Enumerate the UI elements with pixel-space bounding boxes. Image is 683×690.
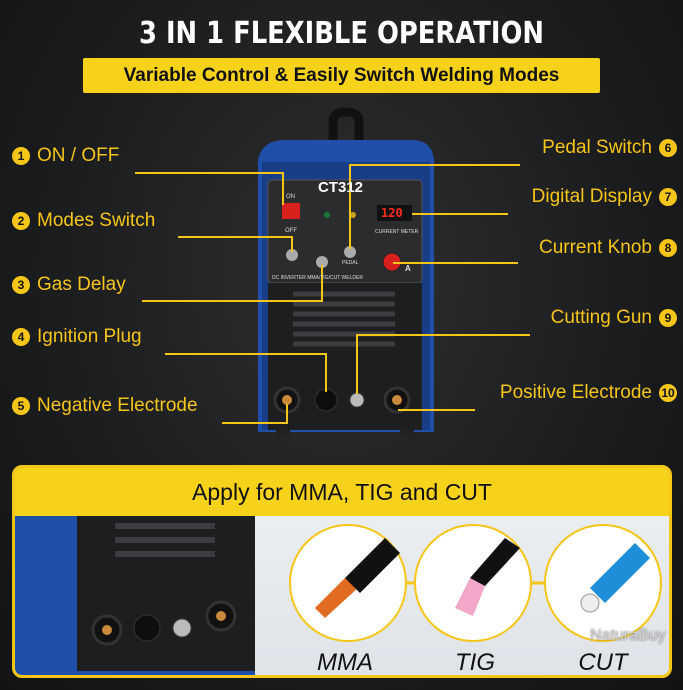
negative-socket (282, 395, 292, 405)
subtitle-banner: Variable Control & Easily Switch Welding… (83, 58, 600, 93)
callout-number: 5 (12, 397, 30, 415)
callout-label: Modes Switch (37, 210, 156, 231)
callout-cutting-gun: Cutting Gun 9 (551, 307, 677, 329)
cutting-torch-icon (590, 543, 650, 603)
handle (328, 107, 364, 142)
model-label: CT312 (318, 179, 364, 196)
callout-lines (135, 164, 530, 424)
welder-illustration (135, 107, 530, 438)
gas-delay-switch (316, 256, 328, 268)
callout-number: 2 (12, 212, 30, 230)
applications-illustration (15, 516, 662, 675)
callout-negative-electrode: 5 Negative Electrode (12, 395, 198, 417)
meter-label: CURRENT METER (375, 229, 419, 235)
callout-current-knob: Current Knob 8 (539, 237, 677, 259)
callout-positive-electrode: Positive Electrode 10 (500, 382, 677, 404)
callout-pedal-switch: Pedal Switch 6 (542, 137, 677, 159)
applications-title: Apply for MMA, TIG and CUT (15, 468, 669, 516)
pedal-switch (344, 246, 356, 258)
callout-number: 4 (12, 328, 30, 346)
watermark: NaturaBuy (590, 627, 666, 644)
callout-label: Pedal Switch (542, 137, 652, 158)
callout-number: 10 (659, 384, 677, 402)
callout-label: Digital Display (531, 186, 652, 207)
callout-number: 9 (659, 309, 677, 327)
callout-on-off: 1 ON / OFF (12, 145, 119, 167)
callout-label: Gas Delay (37, 274, 126, 295)
page-title: 3 IN 1 FLEXIBLE OPERATION (139, 16, 544, 51)
callout-label: Positive Electrode (499, 382, 652, 403)
callout-gas-delay: 3 Gas Delay (12, 274, 126, 296)
tig-torch-icon (455, 578, 485, 616)
callout-label: Cutting Gun (550, 307, 652, 328)
applications-panel: Apply for MMA, TIG and CUT MMA TIG CUT N… (12, 465, 672, 678)
callout-ignition-plug: 4 Ignition Plug (12, 326, 142, 348)
callout-modes-switch: 2 Modes Switch (12, 210, 155, 232)
pedal-label: PEDAL (342, 260, 359, 266)
positive-socket (392, 395, 402, 405)
callout-label: Ignition Plug (37, 326, 142, 347)
modes-switch (286, 249, 298, 261)
digital-display: 120 (381, 206, 403, 220)
on-label: ON (286, 194, 295, 200)
callout-number: 8 (659, 239, 677, 257)
callout-number: 1 (12, 147, 30, 165)
callout-label: Negative Electrode (37, 395, 198, 416)
off-label: OFF (285, 228, 297, 234)
cutting-connector (349, 392, 365, 408)
callout-number: 7 (659, 188, 677, 206)
tool-label-tig: TIG (455, 649, 495, 676)
callout-digital-display: Digital Display 7 (532, 186, 677, 208)
power-switch (282, 203, 300, 219)
callout-number: 3 (12, 276, 30, 294)
tool-label-mma: MMA (317, 649, 373, 676)
tool-label-cut: CUT (578, 649, 628, 676)
callout-number: 6 (659, 139, 677, 157)
callout-label: ON / OFF (37, 145, 120, 166)
electrode-holder-icon (315, 578, 360, 618)
callout-label: Current Knob (538, 237, 652, 258)
panel-text: DC INVERTER MMA/TIG/CUT WELDER (272, 275, 363, 281)
amp-label: A (405, 264, 411, 273)
ignition-plug (314, 388, 338, 412)
